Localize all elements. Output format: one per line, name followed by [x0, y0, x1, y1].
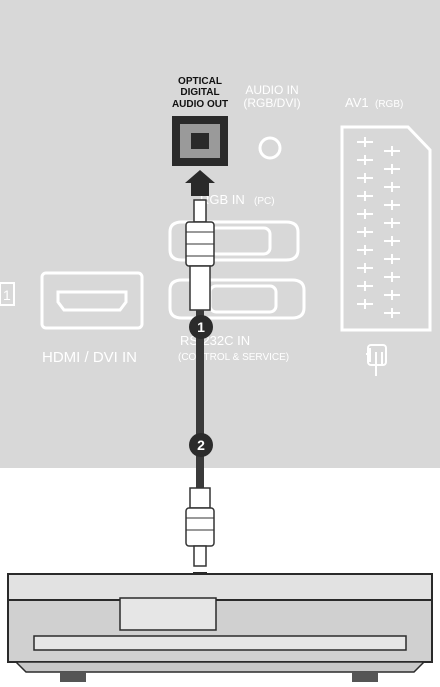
- scart-pin: [357, 137, 373, 147]
- av1-scart-group: AV1 (RGB): [340, 95, 432, 376]
- scart-pin: [384, 182, 400, 192]
- av1-label: AV1: [345, 95, 369, 110]
- scart-pin: [357, 227, 373, 237]
- audio-in-group: AUDIO IN (RGB/DVI): [243, 83, 301, 160]
- scart-pin: [384, 200, 400, 210]
- audio-in-label-line1: AUDIO IN: [245, 83, 298, 97]
- rs232-sub-label: (CONTROL & SERVICE): [178, 352, 289, 363]
- optical-label-line2: DIGITAL: [180, 87, 219, 98]
- step-2-number: 2: [197, 437, 205, 453]
- step-2-badge: 2: [189, 433, 213, 457]
- ground-icon: [366, 344, 387, 376]
- scart-pin: [357, 245, 373, 255]
- hdmi-number: 1: [3, 287, 11, 303]
- av1-sub-label: (RGB): [375, 99, 403, 110]
- tv-back-panel: [0, 0, 440, 468]
- audio-device: [7, 573, 433, 682]
- scart-pin: [384, 308, 400, 318]
- scart-pin: [384, 272, 400, 282]
- scart-pin: [384, 236, 400, 246]
- step-1-number: 1: [197, 319, 205, 335]
- arrow-up-icon: [185, 170, 215, 196]
- hdmi-label: HDMI / DVI IN: [42, 349, 137, 366]
- scart-pin: [384, 164, 400, 174]
- scart-pin: [357, 299, 373, 309]
- audio-in-label-line2: (RGB/DVI): [243, 96, 300, 110]
- hdmi-port-group: 1 HDMI / DVI IN: [0, 271, 144, 366]
- scart-pin: [357, 209, 373, 219]
- device-foot-left: [60, 672, 86, 682]
- scart-pin: [384, 218, 400, 228]
- scart-pin: [357, 173, 373, 183]
- rgb-dsub-port: [168, 220, 300, 262]
- scart-connector-outline: [340, 125, 432, 332]
- hdmi-connector-icon: [56, 290, 128, 312]
- device-foot-right: [352, 672, 378, 682]
- scart-pin: [357, 155, 373, 165]
- scart-pin: [384, 254, 400, 264]
- scart-pin: [384, 290, 400, 300]
- scart-pin: [357, 191, 373, 201]
- scart-pin: [357, 281, 373, 291]
- rs232-port: [168, 278, 306, 320]
- scart-pin: [384, 146, 400, 156]
- rs232-label: RS-232C IN: [180, 333, 250, 348]
- audio-in-jack: [258, 136, 282, 160]
- optical-port-group: OPTICAL DIGITAL AUDIO OUT: [172, 76, 228, 166]
- scart-pins: [357, 137, 400, 318]
- rgb-in-label: RGB IN: [200, 192, 245, 207]
- step-1-badge: 1: [189, 315, 213, 339]
- rgb-in-sub-label: (PC): [254, 196, 275, 207]
- scart-pin: [357, 263, 373, 273]
- optical-label-line1: OPTICAL: [178, 76, 222, 87]
- optical-label-line3: AUDIO OUT: [172, 99, 228, 110]
- device-input-port: [119, 597, 217, 631]
